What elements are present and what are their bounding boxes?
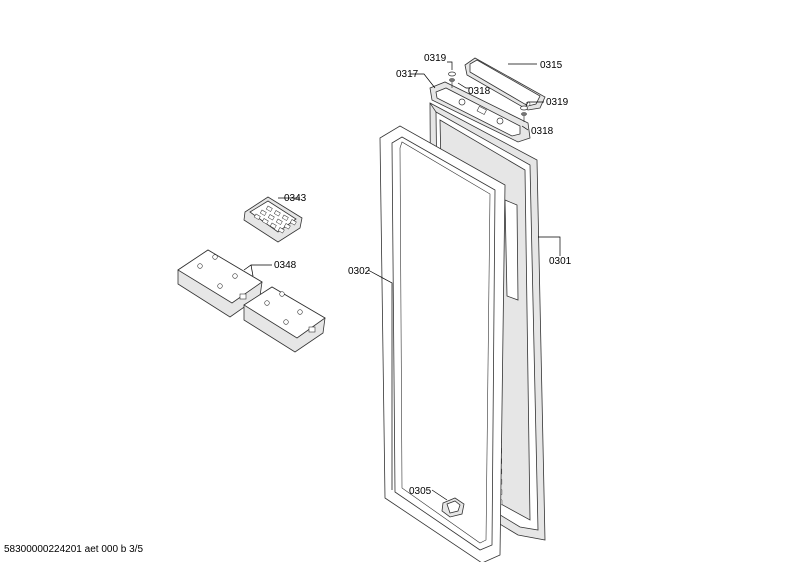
bottom-clip-0305 — [441, 497, 465, 518]
ice-tray-0343 — [243, 196, 303, 243]
label-0301: 0301 — [549, 256, 572, 267]
ice-tray-cell — [253, 213, 261, 220]
ice-tray-cell — [265, 205, 273, 212]
footer-document-id: 58300000224201 aet 000 b 3/5 — [4, 544, 143, 555]
screw-0319-a — [448, 71, 456, 88]
ice-tray-cell — [267, 214, 275, 221]
door-gasket-0302 — [379, 125, 506, 562]
hinge-bracket-0317 — [429, 81, 531, 143]
label-0343: 0343 — [284, 193, 307, 204]
ice-tray-cell — [269, 222, 277, 229]
label-0305: 0305 — [409, 486, 432, 497]
label-0317: 0317 — [396, 69, 419, 80]
ice-tray-cell — [277, 227, 285, 234]
label-0319-b: 0319 — [546, 97, 569, 108]
ice-tray-cell — [259, 209, 267, 216]
ice-tray-cell — [289, 219, 297, 226]
leader-lines — [243, 61, 561, 501]
ice-tray-cell — [273, 210, 281, 217]
label-0319-a: 0319 — [424, 53, 447, 64]
label-0318-a: 0318 — [468, 86, 491, 97]
ice-tray-cell — [261, 218, 269, 225]
cold-pack-0348-b — [243, 286, 326, 353]
label-0348: 0348 — [274, 260, 297, 271]
label-0315: 0315 — [540, 60, 563, 71]
screw-0319-b — [520, 105, 528, 122]
ice-tray-cell — [275, 218, 283, 225]
ice-tray-cells — [253, 205, 297, 234]
top-cover-0315 — [464, 57, 546, 111]
ice-tray-cell — [281, 214, 289, 221]
ice-tray-cell — [283, 223, 291, 230]
label-0318-b: 0318 — [531, 126, 554, 137]
label-0302: 0302 — [348, 266, 371, 277]
